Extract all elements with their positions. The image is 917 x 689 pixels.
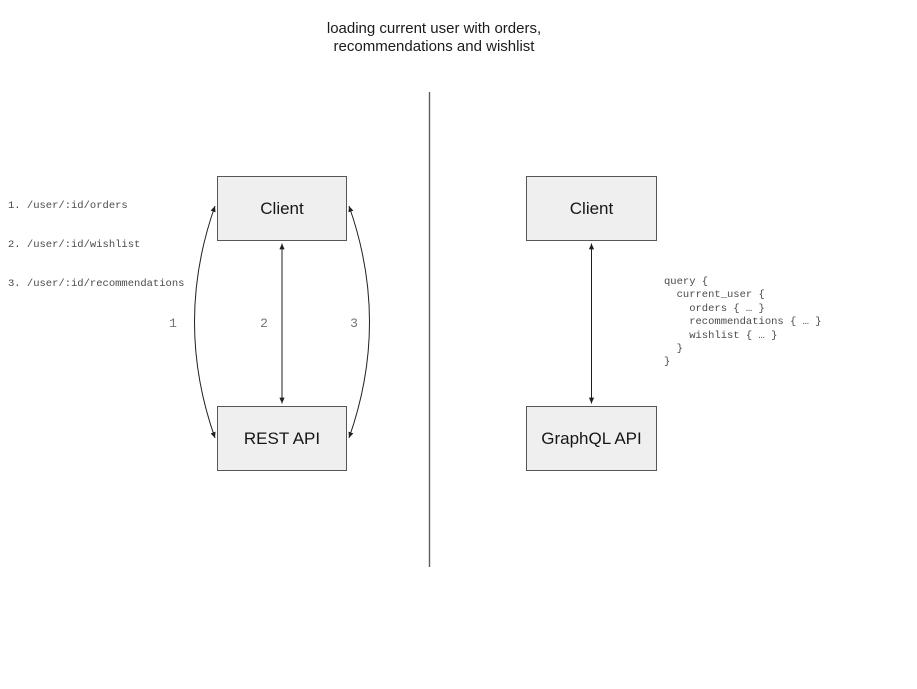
arrow-label-3: 3 [350,316,358,331]
endpoint-line-1: 1. /user/:id/orders [8,200,128,212]
diagram-title: loading current user with orders, recomm… [209,20,659,56]
graphql-client-node: Client [526,176,657,241]
graphql-query-snippet: query { current_user { orders { … } reco… [664,276,822,369]
graphql-client-label: Client [569,198,614,218]
diagram-title-line1: loading current user with orders, [326,20,542,37]
rest-api-label: REST API [243,428,321,448]
rest-endpoints-list: 1. /user/:id/orders 2. /user/:id/wishlis… [8,174,184,317]
rest-api-node: REST API [217,406,347,471]
diagram-title-line2: recommendations and wishlist [333,38,535,55]
arrow-label-1: 1 [169,316,177,331]
rest-curved-arrow-1 [194,205,216,439]
rest-client-node: Client [217,176,347,241]
arrow-label-2: 2 [260,316,268,331]
rest-curved-arrow-3 [348,205,370,439]
endpoint-line-3: 3. /user/:id/recommendations [8,278,185,290]
endpoint-line-2: 2. /user/:id/wishlist [8,239,141,251]
graphql-api-label: GraphQL API [541,428,642,448]
graphql-api-node: GraphQL API [526,406,657,471]
rest-client-label: Client [260,198,304,218]
